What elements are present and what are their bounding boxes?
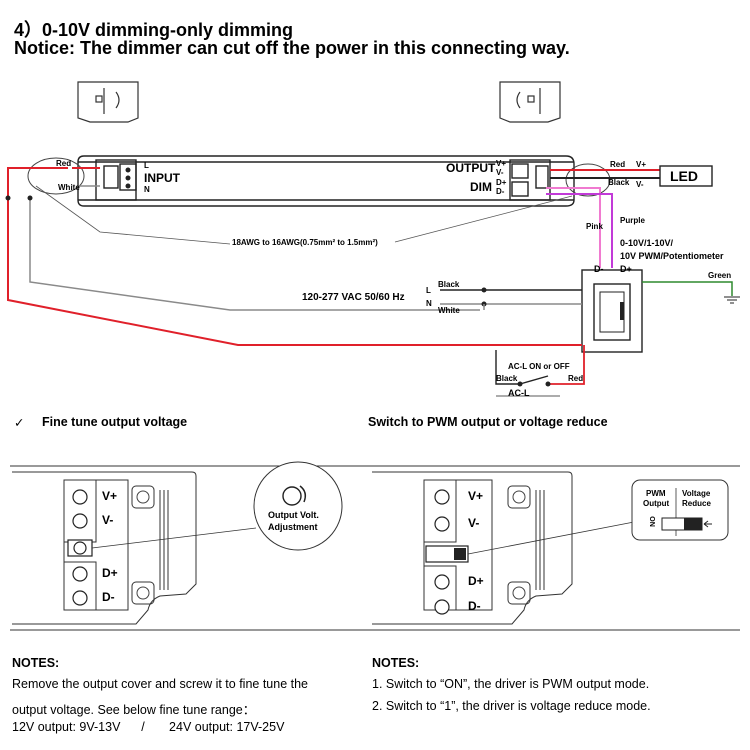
right-note-2: 2. Switch to “1”, the driver is voltage … [372, 699, 651, 713]
red-wire-label-bottom: Red [568, 374, 584, 383]
pwm-label-line1: PWM [646, 489, 666, 498]
reduce-label-line2: Reduce [682, 499, 711, 508]
left-notes-line3: 12V output: 9V-13V / 24V output: 17V-25V [12, 720, 285, 734]
output-label: OUTPUT [446, 161, 496, 175]
input-label: INPUT [144, 171, 180, 185]
green-wire-label: Green [708, 271, 732, 280]
acl-switch-label: AC-L ON or OFF [508, 362, 570, 371]
reduce-label-line1: Voltage [682, 489, 711, 498]
mounting-bracket-left [77, 81, 139, 123]
dimmer-type-line1: 0-10V/1-10V/ [620, 238, 674, 248]
mounting-bracket-right [499, 81, 561, 123]
dim-dplus-label: D+ [496, 178, 507, 187]
vminus-label-right: V- [636, 180, 644, 189]
right-notes-title: NOTES: [372, 656, 420, 670]
mains-l-label: L [426, 286, 431, 295]
section-title: 4）0-10V dimming-only dimming [14, 20, 294, 40]
dim-dminus-label: D- [496, 187, 505, 196]
pwm-switch-heading: Switch to PWM output or voltage reduce [368, 415, 608, 429]
dim-label: DIM [470, 180, 492, 194]
left-dplus-label: D+ [102, 566, 118, 580]
output-vminus-label: V- [496, 168, 504, 177]
mains-voltage-label: 120-277 VAC 50/60 Hz [302, 292, 405, 303]
black-wire-label-bottom: Black [496, 374, 518, 383]
wire-gauge-label: 18AWG to 16AWG(0.75mm² to 1.5mm²) [232, 238, 378, 247]
adjust-label-line2: Adjustment [268, 522, 318, 532]
black-wire-label-right: Black [608, 178, 630, 187]
left-dminus-label: D- [102, 590, 115, 604]
dimmer-type-line2: 10V PWM/Potentiometer [620, 251, 724, 261]
white-wire-label-mid: White [438, 306, 460, 315]
pink-wire-label: Pink [586, 222, 603, 231]
left-notes-line2: output voltage. See below fine tune rang… [12, 703, 256, 717]
dimmer-dminus-label: D- [594, 264, 604, 274]
right-vminus-label: V- [468, 516, 480, 530]
black-wire-label-mid: Black [438, 280, 460, 289]
right-dplus-label: D+ [468, 574, 484, 588]
adjust-label-line1: Output Volt. [268, 510, 319, 520]
right-vplus-label: V+ [468, 489, 484, 503]
right-dminus-label: D- [468, 599, 481, 613]
fine-tune-heading: Fine tune output voltage [42, 415, 188, 429]
mains-n-label: N [426, 299, 432, 308]
output-vplus-label: V+ [496, 159, 507, 168]
dimmer-dplus-label: D+ [620, 264, 632, 274]
input-n-label: N [144, 185, 150, 194]
right-terminal-drawing [370, 465, 740, 631]
acl-label: AC-L [508, 388, 530, 398]
left-vplus-label: V+ [102, 489, 118, 503]
red-wire-label-right: Red [610, 160, 626, 169]
notice-text: Notice: The dimmer can cut off the power… [14, 38, 570, 58]
purple-wire-label: Purple [620, 216, 645, 225]
pwm-label-line2: Output [643, 499, 670, 508]
white-wire-label-left: White [58, 183, 80, 192]
left-vminus-label: V- [102, 513, 114, 527]
driver-body [77, 155, 575, 207]
left-notes-line1: Remove the output cover and screw it to … [12, 677, 309, 691]
led-label: LED [670, 168, 698, 184]
check-icon: ✓ [14, 416, 25, 430]
red-wire-label-left: Red [56, 159, 72, 168]
switch-on-label: ON [647, 516, 655, 527]
input-l-label: L [144, 161, 149, 170]
right-note-1: 1. Switch to “ON”, the driver is PWM out… [372, 677, 650, 691]
vplus-label-right: V+ [636, 160, 647, 169]
left-notes-title: NOTES: [12, 656, 60, 670]
